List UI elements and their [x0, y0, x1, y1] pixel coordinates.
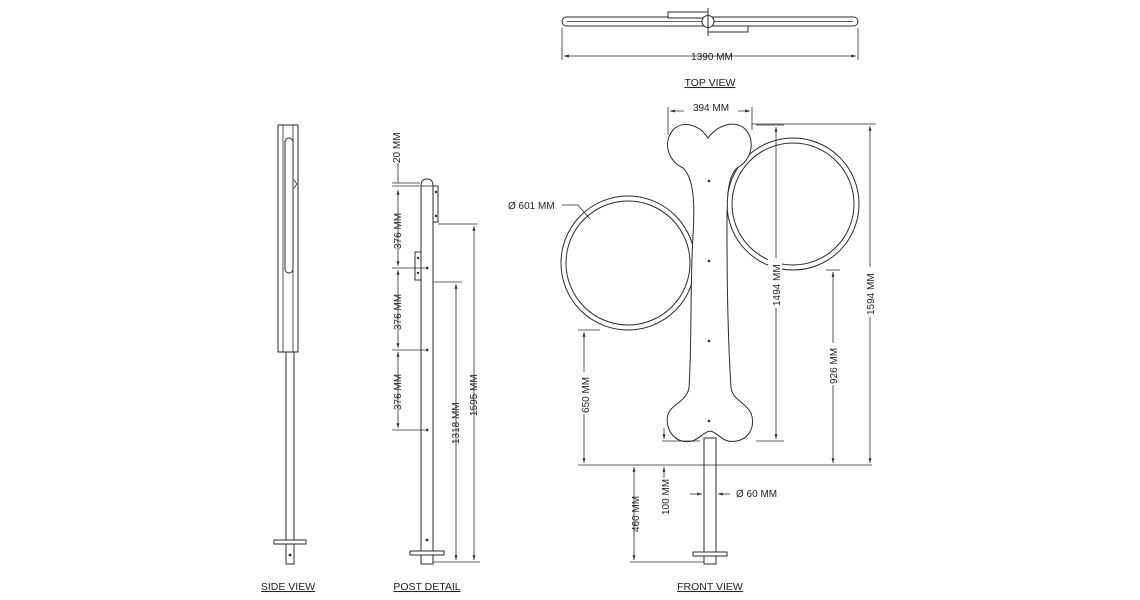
- side-view-foot: [273, 539, 307, 545]
- post-detail: 20 MM 376 MM 376 MM 376 MM 1318 MM 1595 …: [392, 132, 480, 593]
- side-view: SIDE VIEW: [261, 124, 315, 593]
- side-view-post: [285, 351, 295, 565]
- top-view-title: TOP VIEW: [685, 77, 736, 89]
- dim-post-total: 1595 MM: [469, 374, 480, 416]
- dim-post-spacing-2: 376 MM: [393, 294, 404, 330]
- dim-bone-top-width: 394 MM: [693, 103, 729, 114]
- dim-top-width: 1390 MM: [691, 52, 733, 63]
- dim-overall-height: 1594 MM: [866, 273, 877, 315]
- dim-post-top-cap: 20 MM: [392, 132, 403, 163]
- front-view-title: FRONT VIEW: [677, 581, 743, 593]
- front-view-post: [703, 437, 717, 565]
- post-detail-post: [420, 178, 434, 565]
- post-detail-title: POST DETAIL: [393, 581, 460, 593]
- post-detail-bracket-top: [432, 185, 439, 223]
- dim-ring-right-lower: 926 MM: [829, 348, 840, 384]
- side-view-slot: [284, 137, 294, 274]
- dim-ring-height: 650 MM: [581, 377, 592, 413]
- dim-base-gap: 100 MM: [661, 479, 672, 515]
- top-view: 1390 MM TOP VIEW: [561, 8, 859, 89]
- post-detail-bracket-mid: [414, 251, 422, 281]
- dim-post-spacing-1: 376 MM: [393, 213, 404, 249]
- front-view-ring-left: [560, 195, 696, 331]
- dim-post-diameter: Ø 60 MM: [736, 489, 777, 500]
- dim-ring-right-height: 1494 MM: [772, 264, 783, 306]
- front-view: 394 MM Ø 601 MM 650 MM 1494 MM 926 MM 15…: [508, 102, 877, 593]
- dim-ring-diameter: Ø 601 MM: [508, 201, 555, 212]
- side-view-title: SIDE VIEW: [261, 581, 315, 593]
- front-view-foot: [692, 551, 728, 557]
- dim-below-ground: 460 MM: [631, 496, 642, 532]
- post-detail-foot: [409, 550, 445, 556]
- dim-post-spacing-3: 376 MM: [393, 374, 404, 410]
- front-view-bone: [666, 123, 753, 443]
- dim-post-lower: 1318 MM: [451, 402, 462, 444]
- top-view-ring-right: [707, 25, 749, 33]
- top-view-ring-left: [667, 11, 709, 19]
